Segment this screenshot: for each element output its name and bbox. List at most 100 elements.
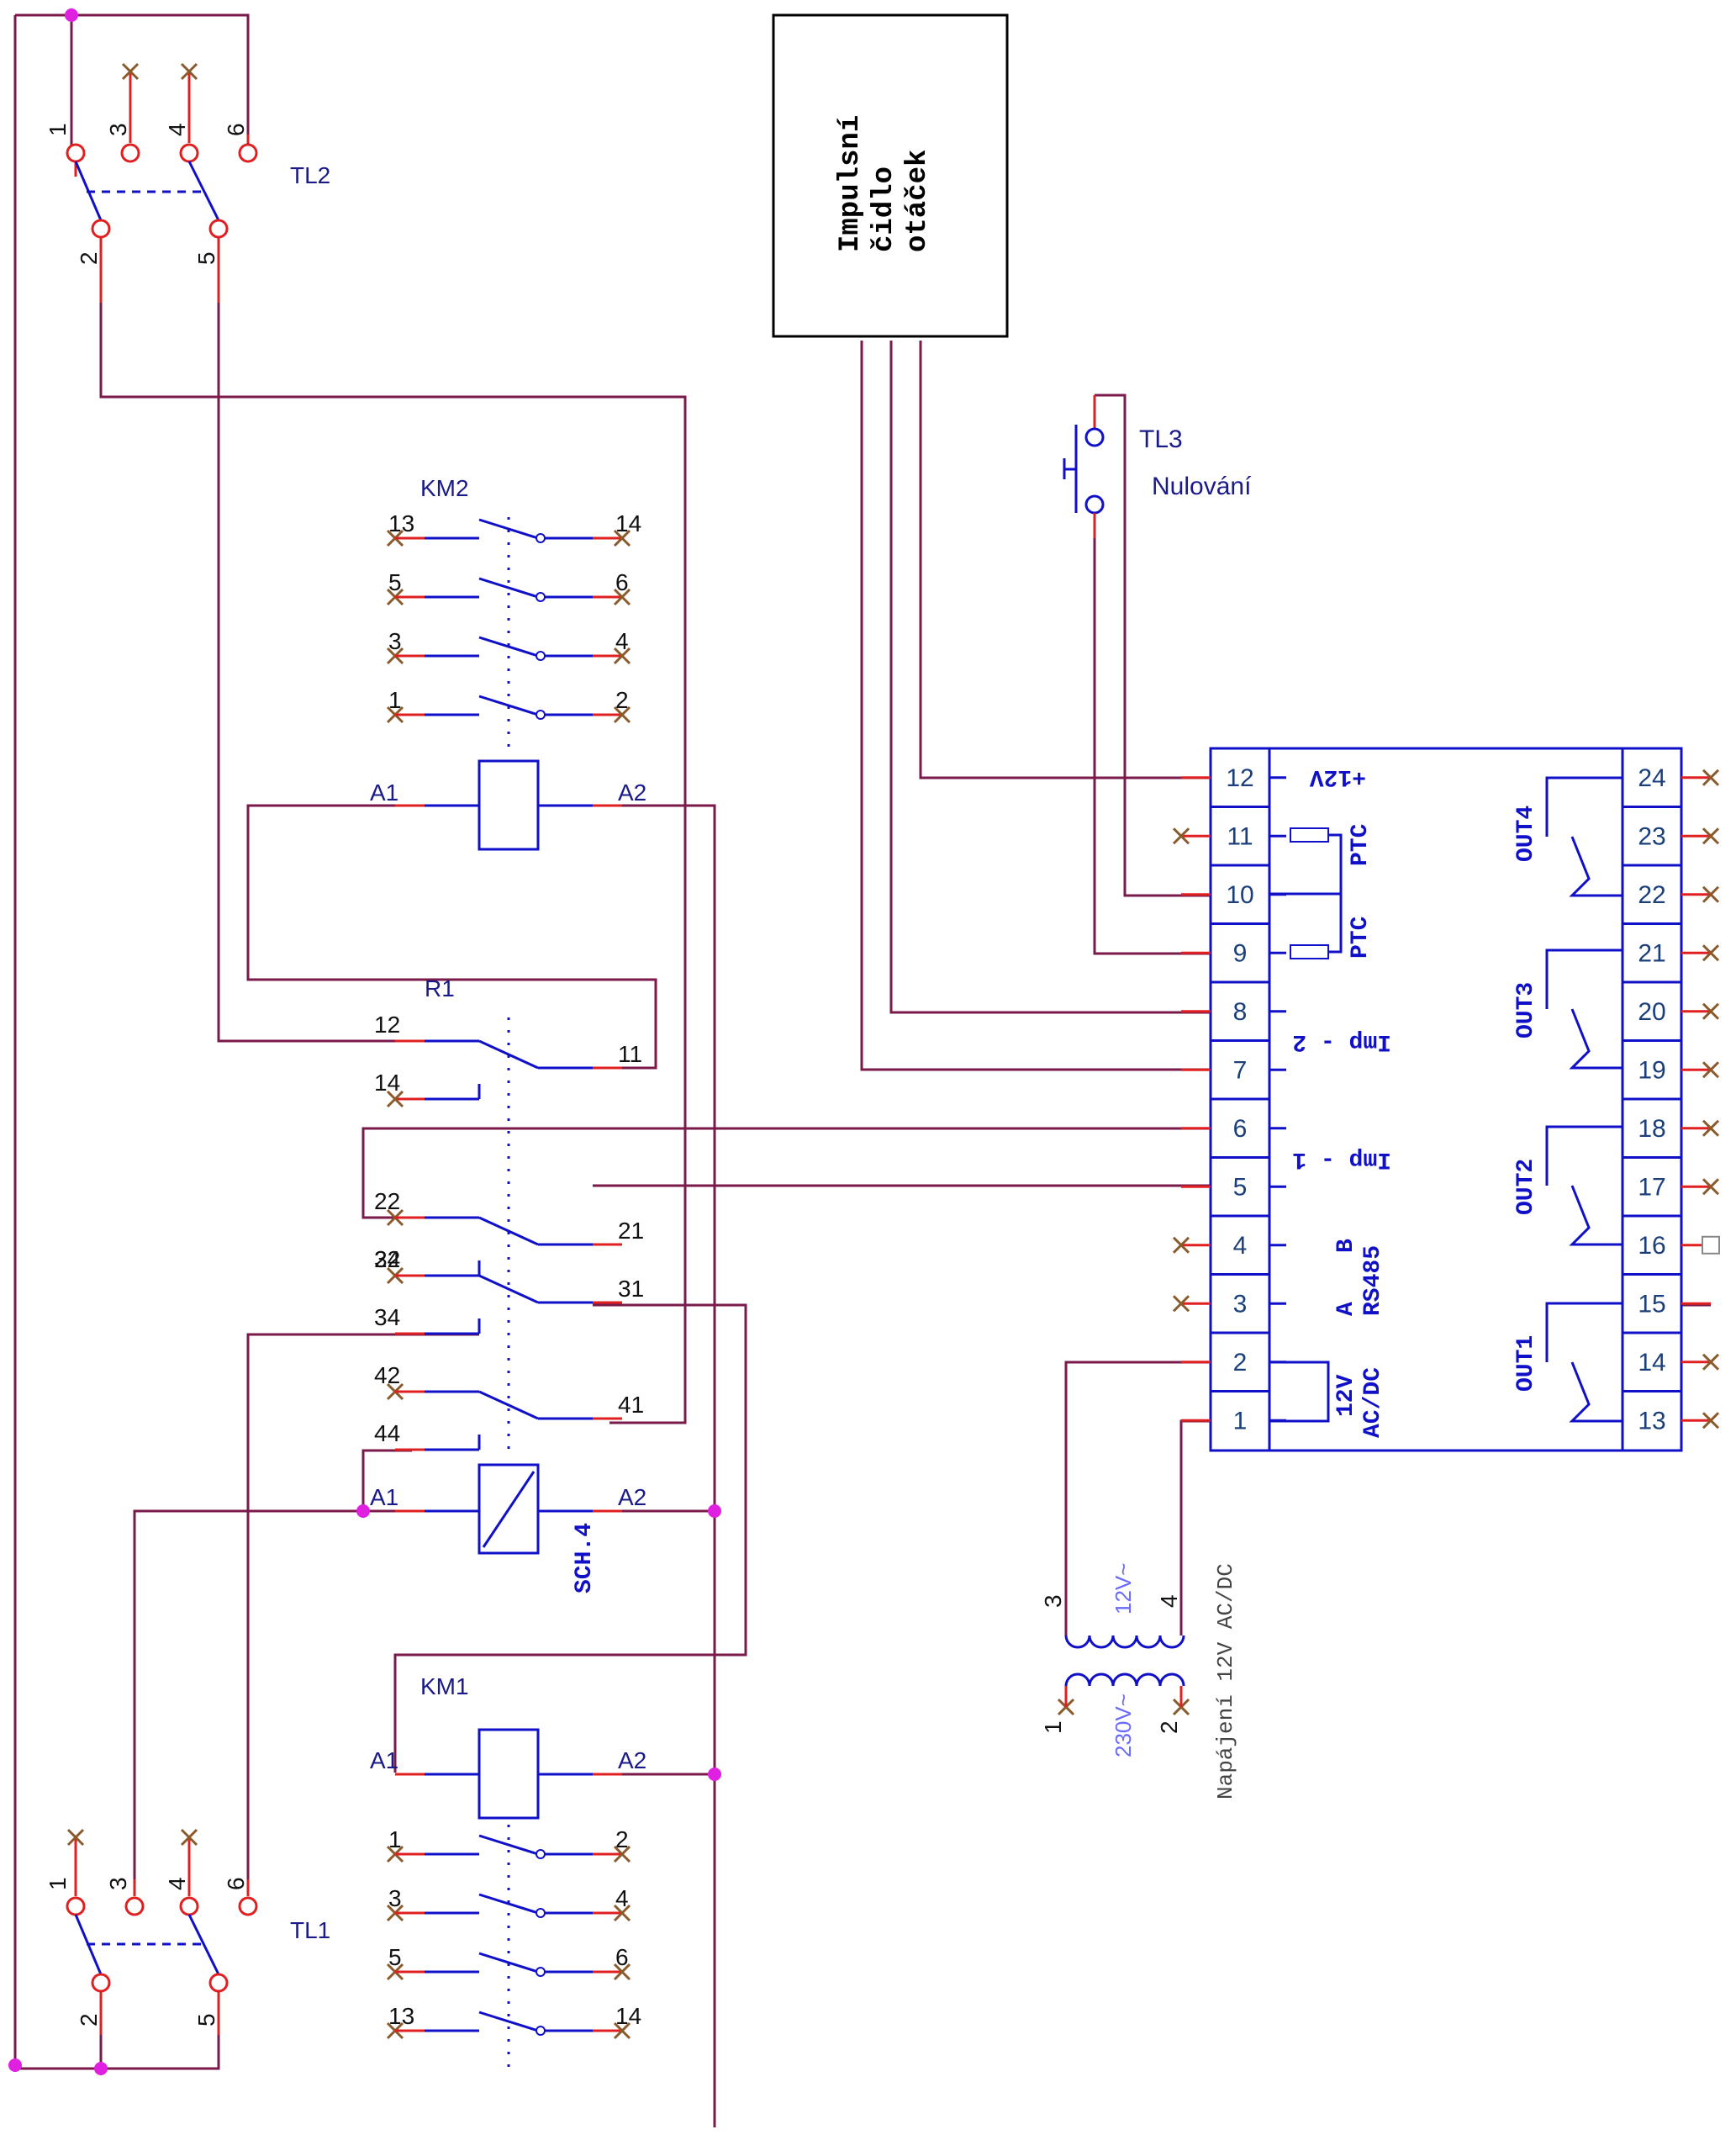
unused-terminal-mark (1172, 1236, 1190, 1254)
contact-blade (478, 577, 539, 599)
ptc-resistor (1290, 944, 1329, 959)
tl2-pin-2: 2 (76, 251, 102, 265)
controller-pin-right: 21 (1638, 939, 1665, 967)
trafo-caption: Napájení 12V AC/DC (1213, 1563, 1238, 1799)
controller-pin-right: 24 (1638, 764, 1665, 792)
r1-changeover-1: 22 21 24 (374, 1188, 644, 1277)
controller-pin-right: 14 (1638, 1349, 1665, 1377)
relay-out-contact (1569, 1008, 1623, 1070)
trafo-pin-4: 4 (1156, 1594, 1182, 1608)
km1-contact-out: 4 (615, 1885, 629, 1911)
km1-label: KM1 (420, 1673, 469, 1699)
controller-pin-left: 10 (1226, 881, 1253, 909)
cross-stroke (613, 1845, 631, 1863)
junction-dot (356, 1504, 370, 1518)
controller-pin-right: 23 (1638, 822, 1665, 850)
contact-pivot (536, 1849, 546, 1859)
controller-pin-left: 4 (1233, 1232, 1248, 1260)
km1-contact-in: 5 (388, 1944, 402, 1970)
contact-pivot (536, 533, 546, 543)
km2-contact-out: 14 (615, 510, 641, 536)
tl1-pin-4: 4 (164, 1877, 190, 1890)
cross-stroke (613, 647, 631, 665)
ptc-resistor (1290, 827, 1329, 843)
contact-blade (478, 1893, 539, 1915)
sensor-line-3: otáček (902, 150, 934, 252)
km1-a2: A2 (618, 1747, 646, 1773)
unused-terminal-mark (66, 1828, 85, 1847)
controller-pin-left: 9 (1233, 939, 1248, 967)
cross-stroke (1702, 1119, 1720, 1137)
controller-text-out3: OUT3 (1513, 982, 1539, 1038)
cross-stroke (613, 1904, 631, 1922)
tl2-label: TL2 (290, 162, 330, 188)
unused-terminal-mark (1172, 1295, 1190, 1313)
r1-contact-no: 24 (374, 1246, 400, 1272)
relay-out-link (1545, 1302, 1623, 1362)
r1-a1: A1 (370, 1484, 398, 1510)
contact-pivot (536, 2026, 546, 2036)
r1-contact-nc: 22 (374, 1188, 400, 1214)
km1-coil (478, 1728, 540, 1820)
cross-stroke (613, 529, 631, 547)
speed-sensor: Impulsní čidlo otáček (772, 13, 1009, 338)
controller-pin-right: 22 (1638, 881, 1665, 909)
controller-text-12v: 12V (1333, 1374, 1359, 1417)
unused-terminal-mark (180, 1828, 198, 1847)
cross-stroke (1172, 1236, 1190, 1254)
junction-dot (65, 8, 78, 22)
contact-pivot (536, 651, 546, 661)
km1-contact-out: 2 (615, 1826, 629, 1852)
tl1-pin-5: 5 (193, 2013, 219, 2027)
sensor-line-1: Impulsní (835, 115, 867, 252)
unused-terminals (66, 62, 1190, 1847)
cross-stroke (1702, 1061, 1720, 1079)
controller-text-imp1: Imp - 1 (1292, 1146, 1391, 1172)
relay-out-contact (1569, 836, 1623, 897)
controller-text-imp2: Imp - 2 (1292, 1028, 1391, 1054)
unused-terminal-mark (1702, 1412, 1720, 1429)
controller-text-acdc: AC/DC (1360, 1367, 1386, 1438)
controller-pin-left: 3 (1233, 1290, 1248, 1318)
controller-pin-left: 8 (1233, 998, 1248, 1026)
cross-stroke (1702, 1353, 1720, 1371)
tl2-pin-5: 5 (193, 251, 219, 265)
r1-contact-com: 41 (618, 1392, 644, 1418)
unused-terminal-mark (1172, 827, 1190, 845)
km2-a1: A1 (370, 779, 398, 806)
unused-terminal-mark (1702, 1061, 1720, 1079)
km2-contact-in: 13 (388, 510, 414, 536)
unused-terminal-mark (613, 529, 631, 547)
km1-contact-in: 1 (388, 1826, 402, 1852)
controller-pin-right: 20 (1638, 998, 1665, 1026)
km1-contact-in: 3 (388, 1885, 402, 1911)
contact-blade (478, 1274, 539, 1304)
trafo-pin-2: 2 (1156, 1720, 1182, 1734)
km2-a2: A2 (618, 779, 646, 806)
unused-terminal-mark (1702, 1353, 1720, 1371)
r1-contact-com: 31 (618, 1276, 644, 1302)
relay-out-contact (1569, 1185, 1623, 1246)
r1-contact-com: 21 (618, 1218, 644, 1244)
controller-text-out2: OUT2 (1513, 1159, 1539, 1215)
r1-contact-no: 44 (374, 1420, 400, 1446)
controller-pin-right: 15 (1638, 1290, 1665, 1318)
unused-terminal-mark (1702, 1178, 1720, 1196)
sensor-line-2: čidlo (868, 166, 900, 252)
trafo-pin-1: 1 (1040, 1720, 1066, 1734)
junctions (8, 8, 721, 2075)
cross-stroke (613, 588, 631, 606)
unused-terminal-mark (1702, 885, 1720, 903)
r1-a2: A2 (618, 1484, 646, 1510)
controller-text-out1: OUT1 (1513, 1335, 1539, 1392)
controller-text-rs485: RS485 (1360, 1245, 1386, 1316)
tl1-pin-1: 1 (45, 1877, 71, 1890)
cross-stroke (1702, 944, 1720, 962)
